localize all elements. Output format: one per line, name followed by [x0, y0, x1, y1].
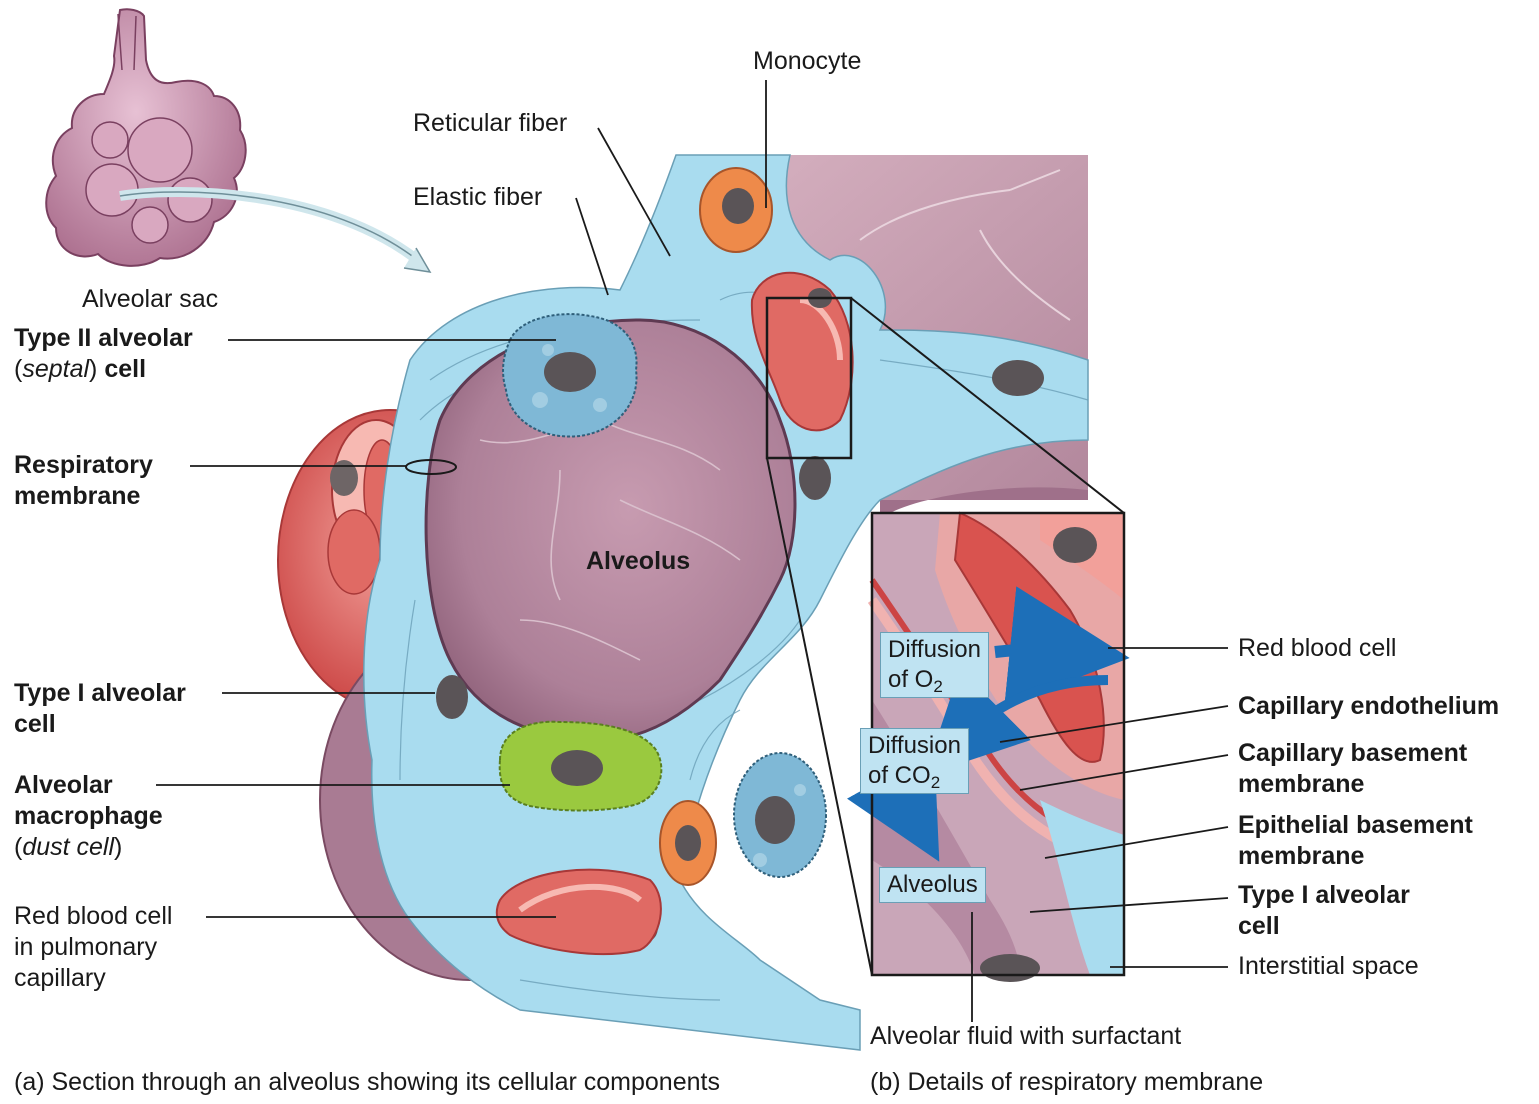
- co2-text: of CO: [868, 762, 931, 789]
- type2-italic: septal: [22, 355, 90, 383]
- macro-line2: macrophage: [14, 802, 163, 830]
- co2-subscript: 2: [930, 773, 941, 792]
- label-rbc-pulmonary: Red blood cell in pulmonary capillary: [14, 901, 172, 994]
- lower-capillary: [495, 868, 662, 955]
- alveolar-macrophage: [498, 720, 663, 812]
- rbc-line3: capillary: [14, 964, 106, 992]
- diffusion-o2-line2: of O2: [888, 665, 981, 695]
- label-monocyte: Monocyte: [753, 47, 862, 75]
- o2-subscript: 2: [933, 677, 943, 696]
- epi-base-line2: membrane: [1238, 842, 1365, 870]
- label-alveolus: Alveolus: [586, 547, 691, 575]
- label-type2-cell: Type II alveolar (septal) cell: [14, 323, 193, 385]
- label-alveolar-fluid: Alveolar fluid with surfactant: [870, 1022, 1182, 1050]
- label-macrophage: Alveolar macrophage (dust cell): [14, 770, 163, 863]
- caption-b: (b) Details of respiratory membrane: [870, 1068, 1264, 1096]
- label-respiratory-membrane: Respiratory membrane: [14, 450, 153, 512]
- label-type1-cell: Type I alveolar cell: [14, 678, 186, 740]
- label-interstitial-space: Interstitial space: [1238, 952, 1419, 980]
- cap-base-line2: membrane: [1238, 770, 1365, 798]
- leader-lines: [156, 80, 1229, 1022]
- cap-base-line1: Capillary basement: [1238, 739, 1468, 767]
- resp-line1: Respiratory: [14, 451, 153, 479]
- label-epithelial-basement: Epithelial basement membrane: [1238, 810, 1473, 872]
- detail-type1-line1: Type I alveolar: [1238, 881, 1410, 909]
- monocyte-bottom: [659, 800, 717, 886]
- zoom-region: [765, 296, 853, 460]
- epi-base-line1: Epithelial basement: [1238, 811, 1473, 839]
- type1-nucleus: [436, 675, 468, 719]
- caption-a: (a) Section through an alveolus showing …: [14, 1068, 720, 1096]
- macro-line1: Alveolar: [14, 771, 113, 799]
- diffusion-co2-line2: of CO2: [868, 761, 961, 791]
- type2-line2: (septal) cell: [14, 354, 193, 385]
- label-capillary-endothelium: Capillary endothelium: [1238, 692, 1500, 720]
- type2-cell-word: cell: [104, 355, 147, 383]
- diffusion-o2-box: Diffusion of O2: [880, 632, 989, 698]
- label-detail-type1: Type I alveolar cell: [1238, 880, 1410, 942]
- macro-italic: dust cell: [22, 833, 115, 861]
- monocyte-top: [699, 167, 773, 253]
- alveolus-lumen: [424, 318, 797, 742]
- label-reticular-fiber: Reticular fiber: [413, 109, 568, 137]
- type1-line1: Type I alveolar: [14, 679, 186, 707]
- rbc-line2: in pulmonary: [14, 933, 158, 961]
- diffusion-o2-line1: Diffusion: [888, 636, 981, 663]
- macro-line3: (dust cell): [14, 832, 163, 863]
- type1-line2: cell: [14, 710, 56, 738]
- detail-type1-line2: cell: [1238, 912, 1280, 940]
- diffusion-co2-line1: Diffusion: [868, 732, 961, 759]
- macro-paren-close: ): [114, 833, 123, 861]
- label-red-blood-cell: Red blood cell: [1238, 634, 1397, 662]
- rbc-line1: Red blood cell: [14, 902, 173, 930]
- upper-capillary: [750, 271, 854, 432]
- type2-cell-upper: [502, 313, 638, 438]
- label-elastic-fiber: Elastic fiber: [413, 183, 543, 211]
- alveolus-box: Alveolus: [879, 867, 986, 903]
- o2-text: of O: [888, 666, 934, 693]
- alveolar-sac-drawing: [45, 8, 432, 273]
- diffusion-co2-box: Diffusion of CO2: [860, 728, 969, 794]
- type2-paren-open: (: [14, 355, 23, 383]
- type2-paren-close: ): [89, 355, 98, 383]
- label-capillary-basement: Capillary basement membrane: [1238, 738, 1467, 800]
- type2-cell-lower: [733, 752, 827, 878]
- type2-line1: Type II alveolar: [14, 324, 193, 352]
- macro-paren-open: (: [14, 833, 23, 861]
- resp-line2: membrane: [14, 482, 141, 510]
- respiratory-membrane-marker: [405, 459, 457, 475]
- label-alveolar-sac: Alveolar sac: [82, 285, 219, 313]
